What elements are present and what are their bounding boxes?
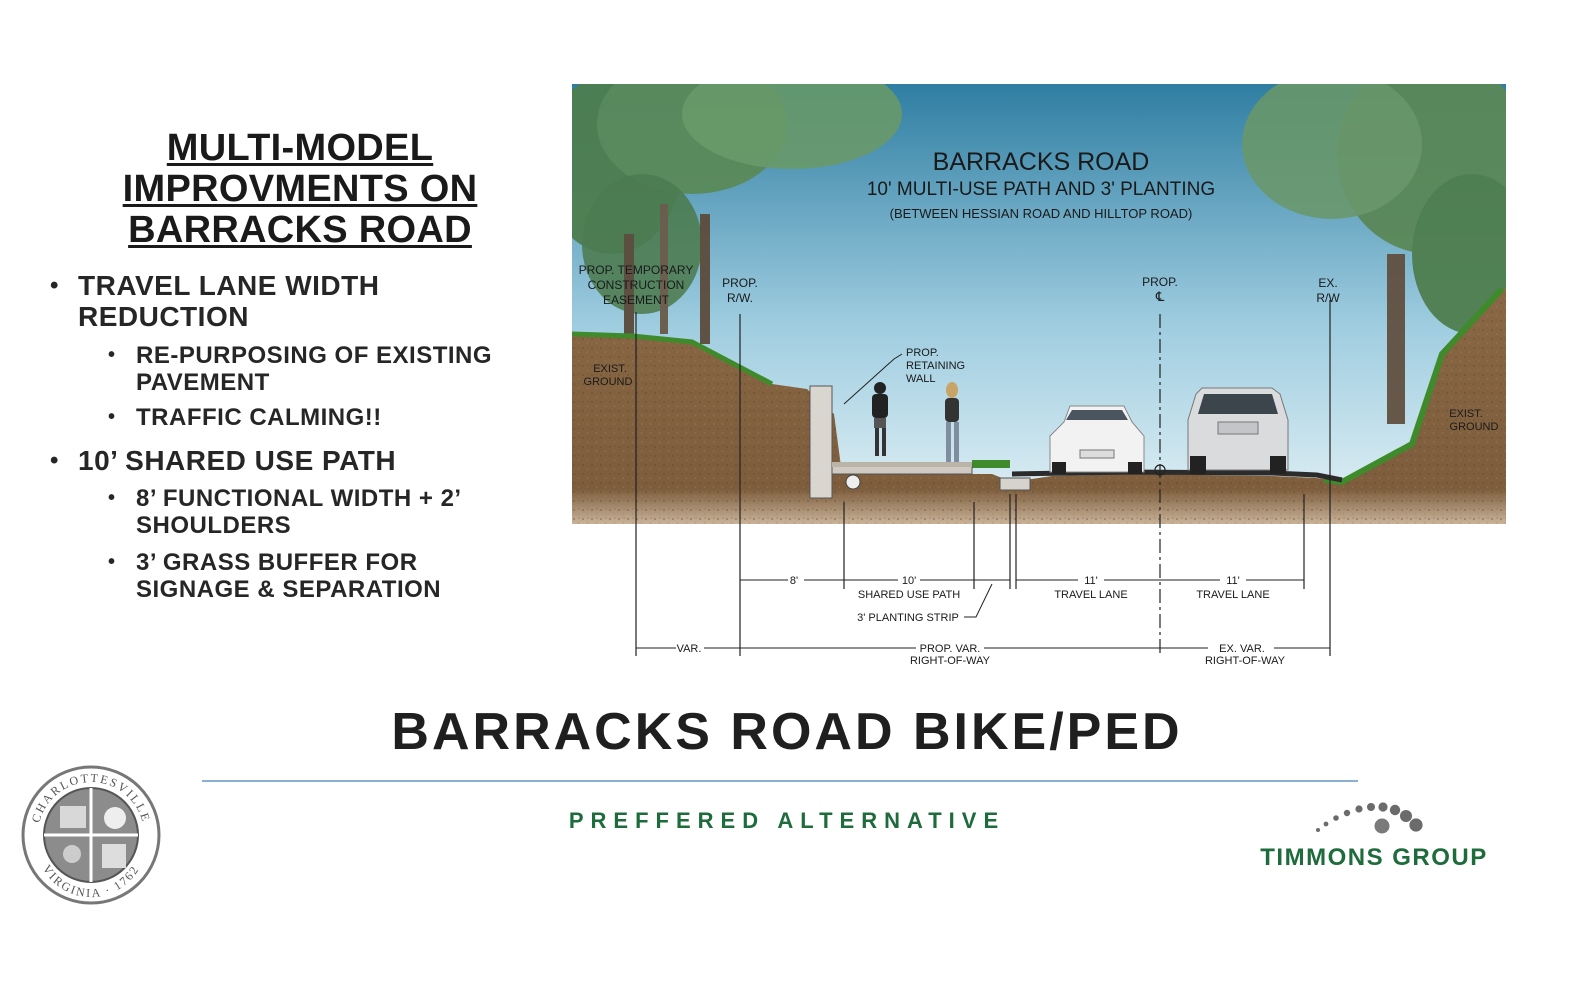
label-temp-easement: CONSTRUCTION bbox=[588, 278, 685, 292]
diagram-subtitle: 10' MULTI-USE PATH AND 3' PLANTING bbox=[867, 179, 1215, 200]
dim-travel-lane-1: TRAVEL LANE bbox=[1054, 589, 1127, 601]
diagram-title: BARRACKS ROAD bbox=[933, 148, 1150, 176]
grass-left bbox=[572, 331, 774, 387]
dim-11ft-lane-2: 11' bbox=[1226, 575, 1240, 587]
label-retaining-wall: WALL bbox=[906, 373, 936, 385]
reference-lines bbox=[635, 300, 1331, 656]
trees-right bbox=[1242, 84, 1506, 424]
sub-bullet-traffic-calming: TRAFFIC CALMING!! bbox=[50, 404, 550, 431]
bullet-list: TRAVEL LANE WIDTH REDUCTION RE-PURPOSING… bbox=[50, 270, 550, 603]
cyclist-figure bbox=[872, 382, 888, 456]
sub-bullet-text: SHOULDERS bbox=[136, 512, 292, 539]
label-retaining-wall: RETAINING bbox=[906, 360, 965, 372]
panel-title: MULTI-MODEL IMPROVMENTS ON BARRACKS ROAD bbox=[20, 128, 580, 251]
label-ex-rw: EX. bbox=[1318, 276, 1337, 290]
panel-title-line: BARRACKS ROAD bbox=[128, 209, 472, 251]
planting-strip bbox=[972, 460, 1010, 468]
sub-bullet-text: PAVEMENT bbox=[136, 369, 270, 396]
dimension-lines bbox=[636, 579, 1330, 649]
dim-10ft: 10' bbox=[902, 575, 916, 587]
panel-title-line: MULTI-MODEL bbox=[166, 127, 434, 169]
sedan-car bbox=[1049, 405, 1145, 474]
dim-prop-var-row: PROP. VAR. bbox=[920, 643, 981, 655]
company-logo-dots-icon bbox=[1316, 802, 1423, 834]
dim-travel-lane-2: TRAVEL LANE bbox=[1196, 589, 1269, 601]
label-prop-rw: R/W. bbox=[727, 291, 753, 305]
dim-var: VAR. bbox=[677, 643, 702, 655]
company-name: TIMMONS GROUP bbox=[1260, 844, 1488, 871]
bullet-text: TRAVEL LANE WIDTH bbox=[78, 270, 380, 301]
sub-bullet-text: TRAFFIC CALMING!! bbox=[136, 404, 382, 431]
label-exist-ground-left: GROUND bbox=[584, 376, 633, 388]
sub-bullet-repurposing: RE-PURPOSING OF EXISTING PAVEMENT bbox=[50, 342, 550, 396]
label-prop-centerline: ℄ bbox=[1155, 289, 1165, 304]
dim-prop-var-row: RIGHT-OF-WAY bbox=[910, 655, 991, 667]
city-seal-logo: CHARLOTTESVILLE VIRGINIA · 1762 bbox=[21, 765, 161, 905]
panel-title-line: IMPROVMENTS ON bbox=[122, 168, 478, 210]
label-exist-ground-right: GROUND bbox=[1450, 421, 1499, 433]
label-prop-rw: PROP. bbox=[722, 276, 758, 290]
label-ex-rw: R/W bbox=[1316, 291, 1340, 305]
bullet-text: 10’ SHARED USE PATH bbox=[78, 445, 397, 476]
dim-planting-strip: 3' PLANTING STRIP bbox=[857, 612, 959, 624]
label-temp-easement: EASEMENT bbox=[603, 293, 670, 307]
label-exist-ground-right: EXIST. bbox=[1449, 408, 1483, 420]
label-exist-ground-left: EXIST. bbox=[593, 363, 627, 375]
sub-bullet-text: SIGNAGE & SEPARATION bbox=[136, 576, 442, 603]
dim-8ft: 8' bbox=[790, 575, 798, 587]
main-title: BARRACKS ROAD BIKE/PED bbox=[391, 703, 1183, 761]
shared-use-path-surface bbox=[832, 462, 972, 467]
sub-bullet-functional-width: 8’ FUNCTIONAL WIDTH + 2’ SHOULDERS bbox=[50, 485, 550, 539]
road-cross-section-diagram: BARRACKS ROAD 10' MULTI-USE PATH AND 3' … bbox=[572, 84, 1506, 667]
sub-bullet-text: 8’ FUNCTIONAL WIDTH + 2’ bbox=[136, 485, 462, 512]
label-retaining-wall: PROP. bbox=[906, 347, 939, 359]
bullet-shared-use-path: 10’ SHARED USE PATH bbox=[50, 445, 550, 476]
bullet-travel-lane: TRAVEL LANE WIDTH REDUCTION bbox=[50, 270, 550, 332]
suv-car bbox=[1187, 387, 1289, 474]
sub-bullet-text: RE-PURPOSING OF EXISTING bbox=[136, 342, 493, 369]
label-prop-centerline: PROP. bbox=[1142, 275, 1178, 289]
dim-shared-use-path: SHARED USE PATH bbox=[858, 589, 960, 601]
sub-bullet-text: 3’ GRASS BUFFER FOR bbox=[136, 549, 418, 576]
label-temp-easement: PROP. TEMPORARY bbox=[579, 263, 694, 277]
bullet-text: REDUCTION bbox=[78, 301, 249, 332]
title-divider bbox=[202, 780, 1358, 782]
diagram-note: (BETWEEN HESSIAN ROAD AND HILLTOP ROAD) bbox=[890, 206, 1193, 221]
dim-ex-var-row: EX. VAR. bbox=[1219, 643, 1265, 655]
pedestrian-figure bbox=[945, 382, 959, 462]
dim-11ft-lane-1: 11' bbox=[1084, 575, 1098, 587]
company-logo: TIMMONS GROUP bbox=[1248, 798, 1508, 882]
sub-bullet-grass-buffer: 3’ GRASS BUFFER FOR SIGNAGE & SEPARATION bbox=[50, 549, 550, 603]
subtitle: PREFFERED ALTERNATIVE bbox=[568, 808, 1006, 833]
dim-ex-var-row: RIGHT-OF-WAY bbox=[1205, 655, 1286, 667]
trees-left bbox=[572, 84, 902, 344]
retaining-wall bbox=[809, 385, 973, 499]
